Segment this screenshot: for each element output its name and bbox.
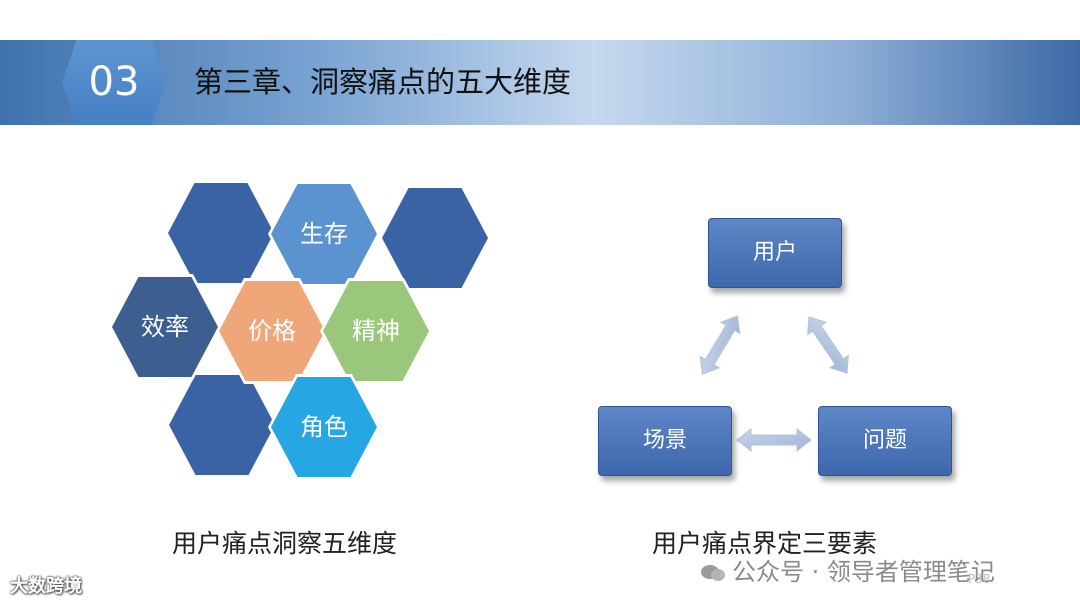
watermark-right: 公众号 · 领导者管理笔记: [700, 552, 995, 587]
hex-label: 效率: [141, 313, 189, 341]
node-label: 问题: [862, 428, 907, 453]
header-band: [0, 40, 1080, 125]
watermark-left: 大数跨境: [10, 576, 82, 597]
double-arrow-icon: [699, 315, 741, 375]
double-arrow-icon: [736, 427, 812, 453]
node-label: 用户: [752, 240, 797, 265]
chapter-badge: [62, 40, 166, 125]
chapter-number: 03: [88, 59, 140, 105]
hex-diagram-caption: 用户痛点洞察五维度: [172, 529, 398, 558]
wechat-icon: [700, 561, 726, 581]
hex-label: 生存: [300, 220, 348, 248]
page-number: P38: [968, 572, 991, 586]
hex-label: 价格: [248, 317, 296, 345]
double-arrow-icon: [807, 316, 849, 374]
triangle-diagram-caption: 用户痛点界定三要素: [652, 529, 878, 558]
page-title: 第三章、洞察痛点的五大维度: [194, 65, 572, 99]
node-scene: 场景: [598, 406, 732, 476]
node-problem: 问题: [818, 406, 952, 476]
node-label: 场景: [642, 428, 687, 453]
node-user: 用户: [708, 218, 842, 288]
hex-label: 角色: [300, 413, 348, 441]
hex-label: 精神: [352, 317, 400, 345]
